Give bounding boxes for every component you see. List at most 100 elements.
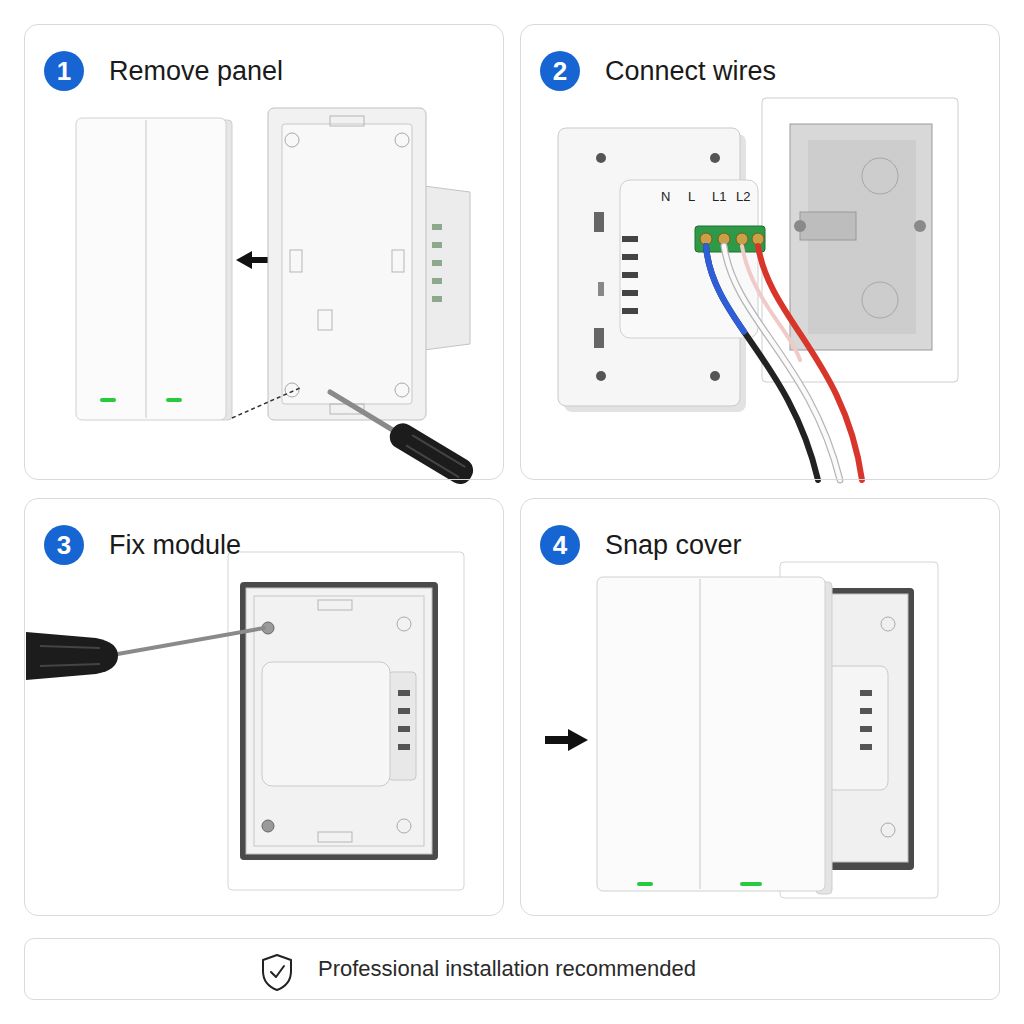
vent [432, 278, 442, 284]
mount-hole [596, 371, 606, 381]
wire-pink [742, 246, 800, 360]
wire-black [706, 246, 818, 480]
vent [860, 708, 872, 714]
vent [432, 296, 442, 302]
screw-post [800, 212, 856, 240]
module-body [826, 666, 888, 790]
step-panel: Snap cover 4 [520, 498, 1000, 916]
step-number-text: 1 [57, 56, 71, 86]
frame-inner [254, 596, 424, 846]
terminal-label: L [688, 189, 695, 204]
note-text: Professional installation recommended [318, 956, 918, 982]
step-number: 4 [540, 525, 580, 565]
vent [432, 260, 442, 266]
step-panel: Connect wires 2 [520, 24, 1000, 480]
led [166, 398, 182, 402]
slot [598, 282, 604, 296]
leader-line [232, 388, 300, 418]
frame-tab [330, 116, 364, 126]
led [100, 398, 116, 402]
step-number: 2 [540, 51, 580, 91]
vent [398, 726, 410, 732]
frame-tab [318, 600, 352, 610]
frame-outer [246, 588, 432, 854]
frame-hole [397, 819, 411, 833]
vent [432, 242, 442, 248]
switch-back [558, 128, 765, 412]
module-side [424, 186, 470, 350]
back-frame [268, 108, 470, 420]
screwdriver-handle [26, 632, 118, 680]
step-title: Fix module [109, 529, 489, 561]
step-number-text: 2 [553, 56, 567, 86]
vent [398, 690, 410, 696]
vent [622, 254, 638, 260]
vent [860, 690, 872, 696]
note-banner: Professional installation recommended [24, 938, 1000, 1000]
handle-ridge [406, 445, 459, 477]
step-title: Connect wires [605, 55, 985, 87]
step-title: Snap cover [605, 529, 985, 561]
vent [622, 236, 638, 242]
vent [398, 744, 410, 750]
frame-hole [397, 617, 411, 631]
step-panel: Remove panel 1 [24, 24, 504, 480]
frame-hole [395, 383, 409, 397]
plate-front [76, 118, 226, 420]
cover-plate [597, 577, 832, 894]
box-screw [914, 220, 926, 232]
terminal-label: L2 [736, 189, 750, 204]
frame-inner [282, 124, 412, 404]
vent [860, 726, 872, 732]
handle-body [385, 419, 477, 489]
mount-hole [710, 371, 720, 381]
shield-icon [263, 955, 291, 990]
slot [594, 212, 604, 232]
screwdriver [26, 628, 264, 680]
frame-tab [392, 250, 404, 272]
wall-plate [228, 552, 464, 890]
wire-blue [706, 246, 818, 480]
terminal-label: L1 [712, 189, 726, 204]
wire-white [724, 246, 840, 480]
box-screw [794, 220, 806, 232]
mount-hole [596, 153, 606, 163]
screwdriver [330, 392, 478, 489]
vent [622, 308, 638, 314]
mount-hole [710, 153, 720, 163]
module-body [262, 662, 390, 786]
frame-tab [290, 250, 302, 272]
vent [860, 744, 872, 750]
mounted-frame [228, 552, 464, 890]
led [740, 882, 762, 886]
wires [706, 246, 862, 480]
wire-white-edge [724, 246, 840, 480]
step-number: 3 [44, 525, 84, 565]
step-number-text: 3 [57, 530, 71, 560]
screwdriver-handle [385, 419, 477, 489]
frame-tab [318, 832, 352, 842]
direction-arrow [236, 251, 268, 269]
step-title: Remove panel [109, 55, 489, 87]
cover-plate [76, 118, 232, 420]
frame-tab [318, 310, 332, 330]
step-number: 1 [44, 51, 84, 91]
vent [622, 290, 638, 296]
frame-outer [268, 108, 426, 420]
frame-hole [881, 617, 895, 631]
handle-ridge [40, 664, 100, 666]
fixing-screw [262, 820, 274, 832]
box-cavity [790, 124, 932, 350]
module-side [388, 672, 416, 780]
rocker-split [145, 120, 147, 418]
terminal-label: N [661, 189, 670, 204]
led [637, 882, 653, 886]
check-mark [271, 966, 284, 977]
direction-arrow [545, 729, 588, 751]
module-body [620, 180, 758, 338]
frame-hole [881, 823, 895, 837]
frame-hole [395, 133, 409, 147]
step-panel: Fix module 3 [24, 498, 504, 916]
